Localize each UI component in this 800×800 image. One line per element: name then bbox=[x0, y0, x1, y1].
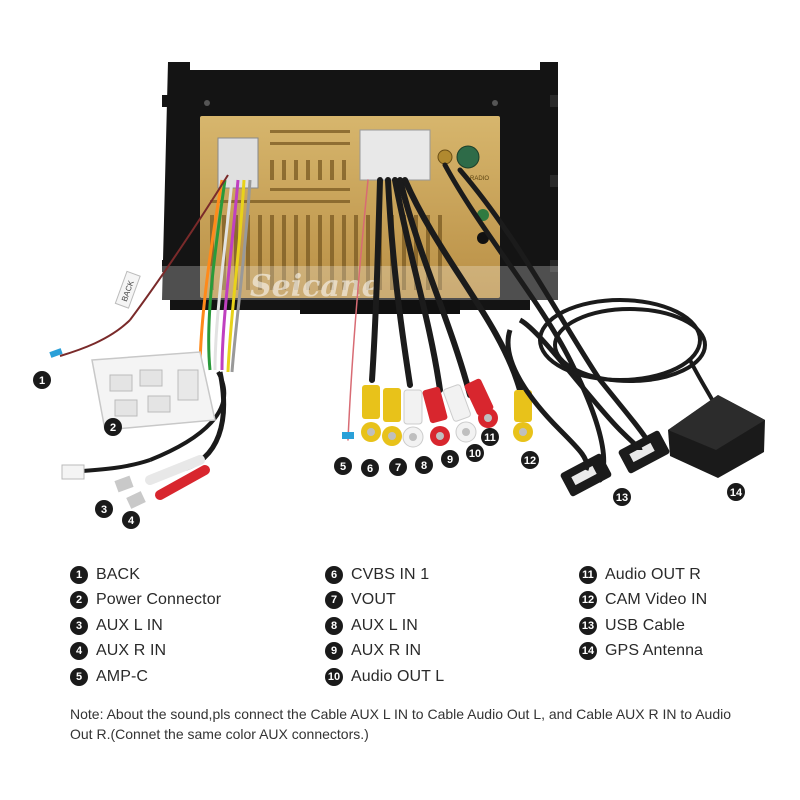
callout-10-number: 10 bbox=[469, 448, 481, 460]
legend-item: 8 AUX L IN bbox=[325, 613, 444, 639]
legend-item: 10 Audio OUT L bbox=[325, 664, 444, 690]
legend-number: 4 bbox=[70, 642, 88, 660]
legend-label: GPS Antenna bbox=[605, 642, 703, 660]
wiring-diagram: RADIO Seicane BACK bbox=[0, 0, 800, 550]
legend-number: 2 bbox=[70, 591, 88, 609]
callout-1: 1 bbox=[33, 371, 51, 389]
small-white-plug bbox=[62, 465, 84, 479]
callout-6: 6 bbox=[361, 459, 379, 477]
callout-7-number: 7 bbox=[395, 462, 401, 474]
seicane-watermark: Seicane bbox=[250, 269, 381, 304]
legend-label: CAM Video IN bbox=[605, 591, 707, 609]
legend-number: 5 bbox=[70, 668, 88, 686]
rca-plug-aux-r-in-white bbox=[403, 390, 423, 447]
rca-plug-cvbs-in bbox=[361, 385, 381, 442]
callout-4: 4 bbox=[122, 511, 140, 529]
callout-11: 11 bbox=[481, 428, 499, 446]
legend-number: 8 bbox=[325, 617, 343, 635]
legend-item: 13 USB Cable bbox=[579, 613, 707, 639]
legend-label: BACK bbox=[96, 566, 140, 584]
callout-3: 3 bbox=[95, 500, 113, 518]
legend-label: AUX L IN bbox=[351, 617, 418, 635]
callout-3-number: 3 bbox=[101, 504, 107, 516]
legend-item: 6 CVBS IN 1 bbox=[325, 562, 444, 588]
legend-number: 12 bbox=[579, 591, 597, 609]
legend-item: 4 AUX R IN bbox=[70, 639, 221, 665]
rca-plug-audio-out-r bbox=[464, 378, 498, 428]
callout-5: 5 bbox=[334, 457, 352, 475]
legend-number: 3 bbox=[70, 617, 88, 635]
legend-label: USB Cable bbox=[605, 617, 685, 635]
legend-item: 11 Audio OUT R bbox=[579, 562, 707, 588]
main-socket bbox=[360, 130, 430, 180]
legend-label: AUX R IN bbox=[351, 642, 421, 660]
legend-label: VOUT bbox=[351, 591, 396, 609]
legend-label: Audio OUT R bbox=[605, 566, 701, 584]
callout-7: 7 bbox=[389, 458, 407, 476]
callout-12-number: 12 bbox=[524, 455, 536, 467]
legend-label: AUX R IN bbox=[96, 642, 166, 660]
legend-item: 12 CAM Video IN bbox=[579, 588, 707, 614]
gps-antenna-jack bbox=[457, 146, 479, 168]
legend-number: 10 bbox=[325, 668, 343, 686]
legend-item: 2 Power Connector bbox=[70, 588, 221, 614]
legend-label: AUX L IN bbox=[96, 617, 163, 635]
callout-14: 14 bbox=[727, 483, 745, 501]
legend-number: 9 bbox=[325, 642, 343, 660]
rca-plug-vout bbox=[382, 388, 402, 446]
power-connector bbox=[92, 352, 215, 430]
amp-c-wire-end bbox=[342, 432, 354, 439]
callout-11-number: 11 bbox=[484, 432, 496, 444]
legend-item: 7 VOUT bbox=[325, 588, 444, 614]
callout-4-number: 4 bbox=[128, 515, 135, 527]
legend-number: 7 bbox=[325, 591, 343, 609]
callout-9: 9 bbox=[441, 450, 459, 468]
legend-item: 5 AMP-C bbox=[70, 664, 221, 690]
legend-label: CVBS IN 1 bbox=[351, 566, 429, 584]
callout-5-number: 5 bbox=[340, 461, 346, 473]
callout-13: 13 bbox=[613, 488, 631, 506]
radio-label: RADIO bbox=[470, 176, 489, 182]
legend-number: 14 bbox=[579, 642, 597, 660]
callout-1-number: 1 bbox=[39, 375, 45, 387]
callout-10: 10 bbox=[466, 444, 484, 462]
legend-label: Power Connector bbox=[96, 591, 221, 609]
legend: 1 BACK 2 Power Connector 3 AUX L IN 4 AUX R … bbox=[0, 562, 800, 702]
legend-item: 1 BACK bbox=[70, 562, 221, 588]
connection-note: Note: About the sound,pls connect the Ca… bbox=[70, 704, 750, 744]
legend-number: 13 bbox=[579, 617, 597, 635]
back-wire-tag: BACK bbox=[115, 271, 140, 308]
callout-8-number: 8 bbox=[421, 460, 427, 472]
callout-9-number: 9 bbox=[447, 454, 453, 466]
legend-number: 1 bbox=[70, 566, 88, 584]
callout-8: 8 bbox=[415, 456, 433, 474]
callout-2: 2 bbox=[104, 418, 122, 436]
callout-6-number: 6 bbox=[367, 463, 373, 475]
legend-number: 6 bbox=[325, 566, 343, 584]
legend-item: 3 AUX L IN bbox=[70, 613, 221, 639]
callout-13-number: 13 bbox=[616, 492, 628, 504]
callout-14-number: 14 bbox=[730, 487, 743, 499]
legend-item: 9 AUX R IN bbox=[325, 639, 444, 665]
legend-column-2: 6 CVBS IN 1 7 VOUT 8 AUX L IN 9 AUX R IN 10 A… bbox=[325, 562, 444, 690]
gps-antenna bbox=[668, 395, 765, 478]
legend-label: Audio OUT L bbox=[351, 668, 444, 686]
callout-12: 12 bbox=[521, 451, 539, 469]
legend-column-1: 1 BACK 2 Power Connector 3 AUX L IN 4 AUX R … bbox=[70, 562, 221, 690]
callout-2-number: 2 bbox=[110, 422, 116, 434]
legend-number: 11 bbox=[579, 566, 597, 584]
legend-label: AMP-C bbox=[96, 668, 148, 686]
radio-antenna-jack bbox=[438, 150, 452, 164]
legend-column-3: 11 Audio OUT R 12 CAM Video IN 13 USB Cable… bbox=[579, 562, 707, 664]
legend-item: 14 GPS Antenna bbox=[579, 639, 707, 665]
